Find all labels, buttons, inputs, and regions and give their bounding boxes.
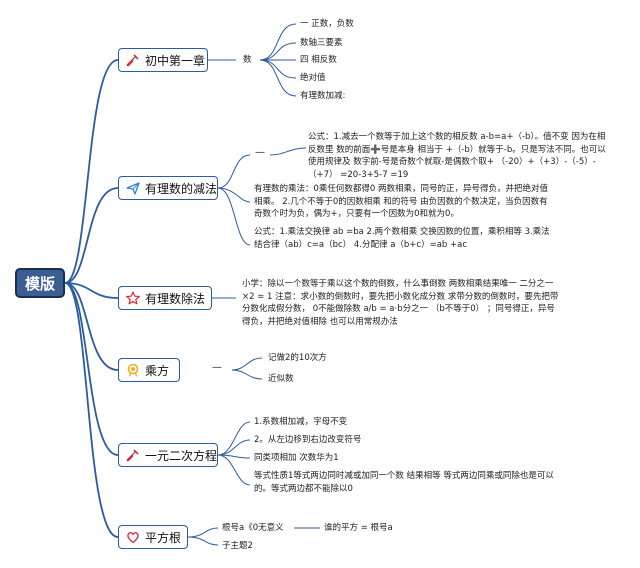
item-approximate-number[interactable]: 近似数 (268, 374, 294, 384)
marker-pen-icon (125, 52, 141, 68)
item-positive-negative[interactable]: 一 正数，负数 (300, 19, 354, 29)
paper-plane-icon (125, 180, 141, 196)
multiplication-rule-note[interactable]: 有理数的乘法：0乘任何数都得0 两数相乘，同号的正，异号得负，并把绝对值相乘。 … (254, 184, 549, 219)
item-square-equals-root[interactable]: 谁的平方 = 根号a (324, 523, 393, 533)
item-subtopic-two[interactable]: 子主题2 (222, 541, 253, 551)
star-icon (125, 290, 141, 306)
item-transpose-rule[interactable]: 2。从左边移到右边改变符号 (254, 435, 362, 445)
subtraction-formula-note[interactable]: 公式：1.减去一个数等于加上这个数的相反数 a-b=a+（-b）。值不变 因为在… (308, 132, 606, 180)
branch-dash: — (255, 147, 265, 158)
topic-label: 一元二次方程 (144, 448, 217, 463)
division-note[interactable]: 小学：除以一个数等于乘以这个数的倒数，什么事倒数 两数相乘结果唯一 二分之一×2… (242, 279, 559, 327)
topic-label: 有理数的减法 (144, 181, 217, 196)
item-add-subtract[interactable]: 有理数加减: (300, 91, 346, 101)
item-power-notation[interactable]: 记做2的10次方 (268, 353, 327, 363)
topic-label: 乘方 (145, 363, 170, 378)
medal-icon (125, 362, 141, 378)
item-root-meaning[interactable]: 根号a《0无意义 (222, 523, 284, 533)
item-absolute-value[interactable]: 绝对值 (300, 73, 326, 83)
multiplication-laws-note[interactable]: 公式：1.乘法交换律 ab =ba 2.两个数相乘 交换因数的位置，乘积相等 3… (254, 227, 550, 250)
topic-label: 初中第一章 (145, 53, 206, 68)
item-equation-properties[interactable]: 等式性质1等式两边同时减或加同一个数 结果相等 等式两边同乘或同除也是可以的。等… (254, 471, 554, 494)
item-coefficient-rule[interactable]: 1.系数相加减，字母不变 (254, 417, 348, 427)
branch-dash: — (212, 362, 222, 373)
item-opposite-numbers[interactable]: 四 相反数 (300, 55, 337, 65)
topic-square-root[interactable]: 平方根 (118, 525, 188, 549)
item-number-line[interactable]: 数轴三要素 (300, 38, 343, 48)
topic-rational-division[interactable]: 有理数除法 (118, 286, 212, 310)
marker-pen-icon (125, 447, 141, 463)
topic-rational-subtraction[interactable]: 有理数的减法 (118, 176, 218, 200)
topic-label: 有理数除法 (145, 291, 206, 306)
root-node[interactable]: 模版 (15, 268, 65, 298)
item-like-terms[interactable]: 同类项相加 次数华为1 (254, 453, 339, 463)
topic-power[interactable]: 乘方 (118, 358, 180, 382)
heart-icon (125, 529, 141, 545)
topic-chapter-one[interactable]: 初中第一章 (118, 48, 208, 72)
subtopic-number[interactable]: 数 (243, 55, 252, 65)
topic-quadratic-equation[interactable]: 一元二次方程 (118, 443, 218, 467)
topic-label: 平方根 (145, 530, 182, 545)
